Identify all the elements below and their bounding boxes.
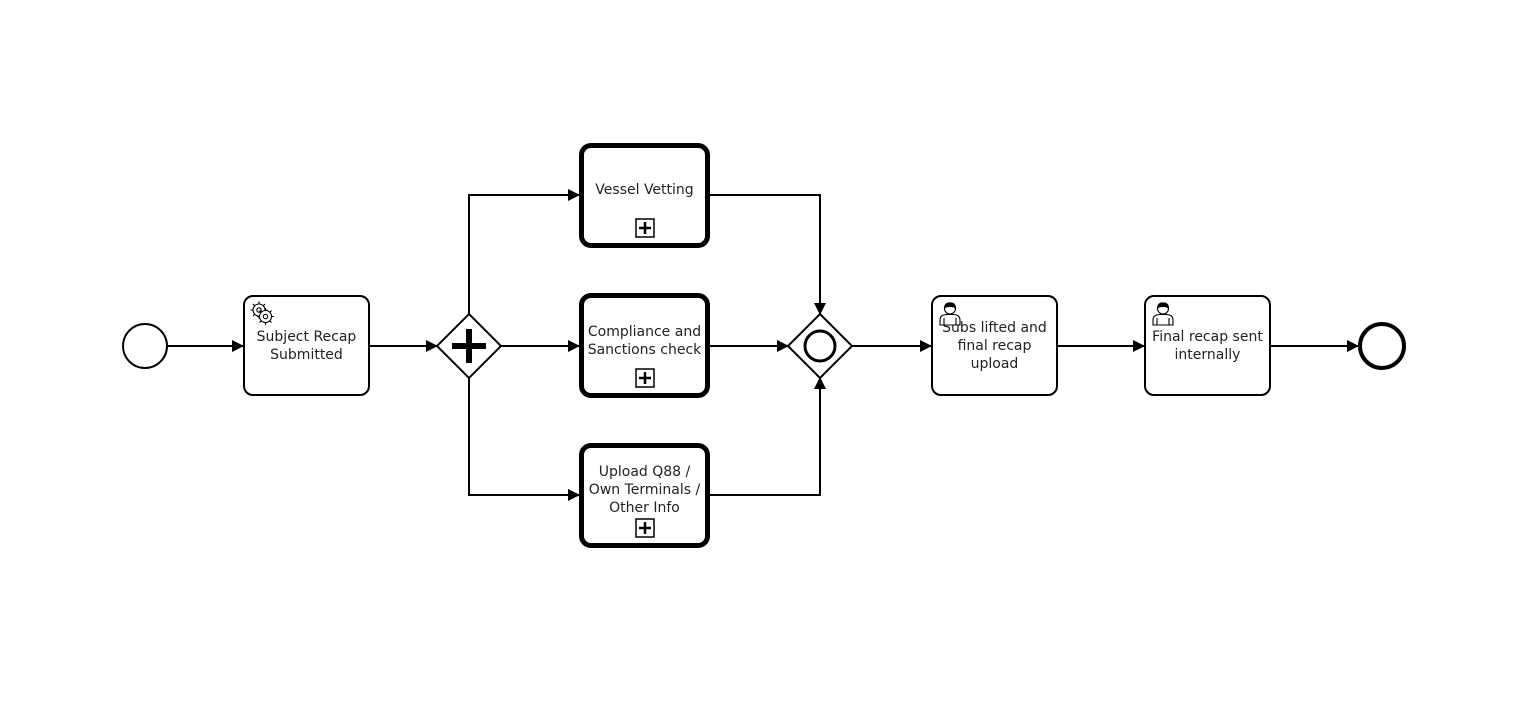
flow-split-to-upload bbox=[468, 378, 580, 501]
flow-vetting-to-join bbox=[709, 194, 826, 315]
inclusive-gateway[interactable] bbox=[786, 312, 854, 380]
task-final-recap-sent-internally[interactable]: Final recap sent internally bbox=[1144, 295, 1271, 396]
task-label: Subs lifted and final recap upload bbox=[942, 319, 1047, 372]
user-icon bbox=[1152, 302, 1174, 326]
task-label: Final recap sent internally bbox=[1152, 328, 1263, 363]
subprocess-vessel-vetting[interactable]: Vessel Vetting bbox=[579, 143, 710, 248]
task-label: Vessel Vetting bbox=[595, 181, 694, 198]
task-label: Subject Recap Submitted bbox=[256, 328, 357, 363]
plus-icon bbox=[452, 329, 486, 363]
circle-icon bbox=[803, 329, 837, 363]
user-icon bbox=[939, 302, 961, 326]
expand-plus-icon[interactable] bbox=[634, 368, 655, 388]
task-subject-recap-submitted[interactable]: Subject Recap Submitted bbox=[243, 295, 370, 396]
subprocess-compliance-sanctions-check[interactable]: Compliance and Sanctions check bbox=[579, 293, 710, 398]
flow-split-to-vetting bbox=[468, 189, 580, 314]
task-subs-lifted-final-recap-upload[interactable]: Subs lifted and final recap upload bbox=[931, 295, 1058, 396]
flow-upload-to-join bbox=[709, 377, 826, 496]
subprocess-upload-q88[interactable]: Upload Q88 / Own Terminals / Other Info bbox=[579, 443, 710, 548]
expand-plus-icon[interactable] bbox=[634, 218, 655, 238]
task-label: Upload Q88 / Own Terminals / Other Info bbox=[588, 463, 701, 516]
end-event[interactable] bbox=[1358, 322, 1406, 370]
start-event[interactable] bbox=[122, 323, 168, 369]
parallel-gateway[interactable] bbox=[435, 312, 503, 380]
task-label: Compliance and Sanctions check bbox=[587, 323, 702, 358]
expand-plus-icon[interactable] bbox=[634, 518, 655, 538]
gears-icon bbox=[250, 301, 274, 325]
